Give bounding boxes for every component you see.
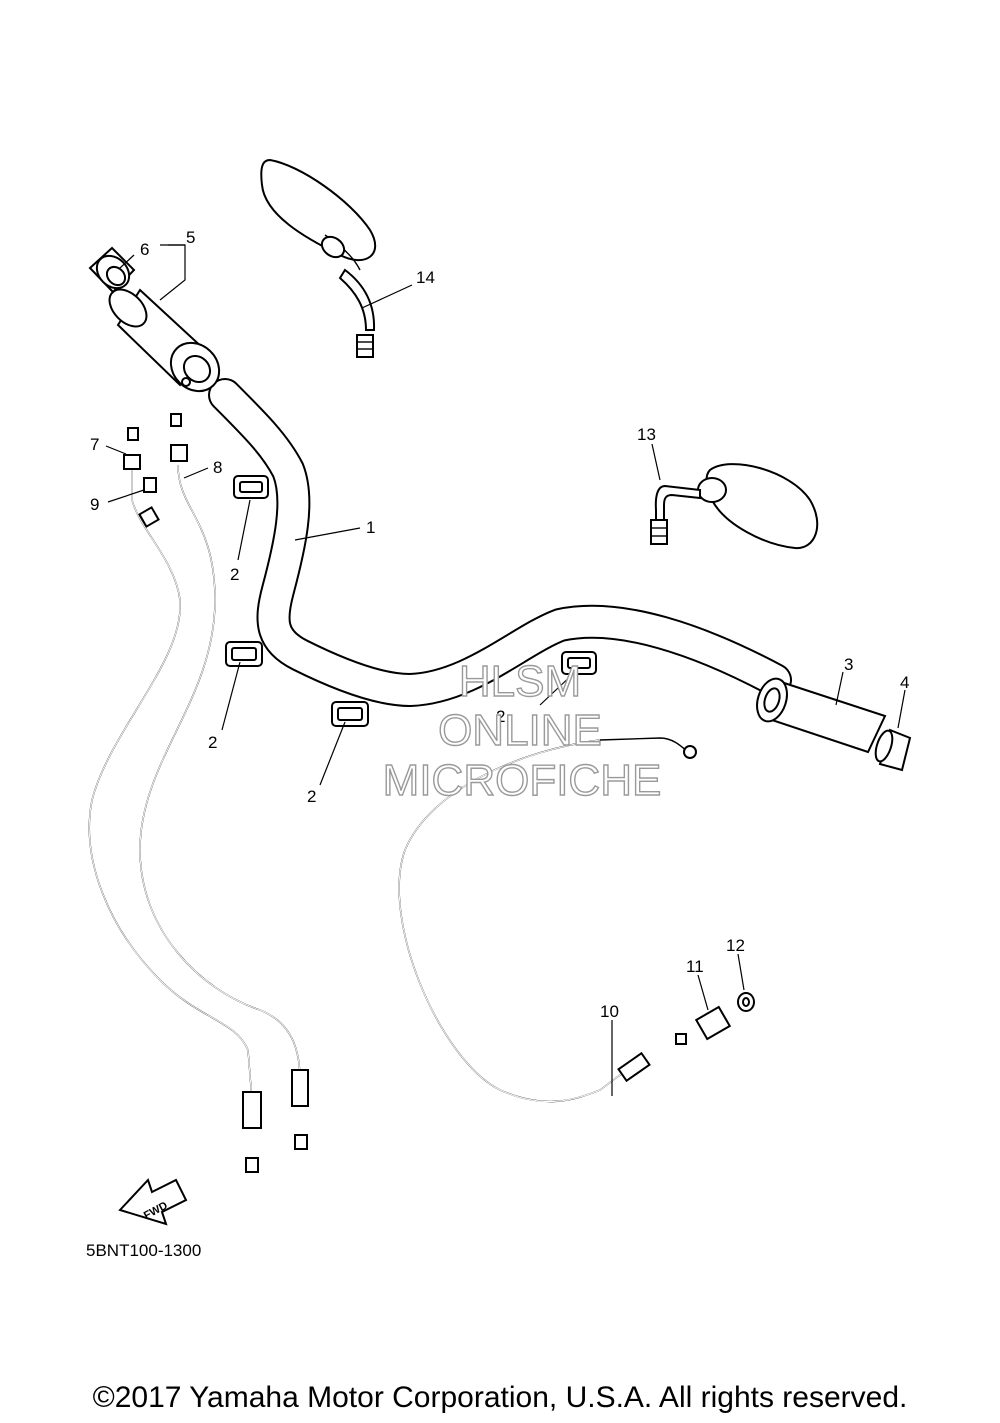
screw[interactable] xyxy=(143,477,157,493)
watermark-line-3: MICROFICHE xyxy=(383,756,662,805)
callout-2d: 2 xyxy=(496,707,505,726)
handlebar[interactable] xyxy=(208,378,792,708)
leader-lines xyxy=(105,244,906,1096)
callout-6: 6 xyxy=(140,240,149,259)
cable-clamp-2[interactable] xyxy=(225,641,263,667)
watermark: HLSM ONLINE MICROFICHE xyxy=(382,656,662,805)
callout-12: 12 xyxy=(726,936,745,955)
nut[interactable] xyxy=(737,992,755,1012)
right-grip[interactable] xyxy=(752,675,887,754)
cable-clamp-4[interactable] xyxy=(561,651,597,675)
callout-2a: 2 xyxy=(230,565,239,584)
callout-labels: 1 2 2 2 2 3 4 5 6 7 8 9 10 11 12 13 14 xyxy=(90,228,909,1021)
watermark-line-1: HLSM xyxy=(459,657,581,706)
callout-11: 11 xyxy=(686,957,704,976)
callout-2b: 2 xyxy=(208,733,217,752)
grip-end-left[interactable] xyxy=(88,246,136,295)
cable-clamp-1[interactable] xyxy=(233,475,269,499)
callout-4: 4 xyxy=(900,673,909,692)
cable-adjuster[interactable] xyxy=(675,1005,732,1045)
mirror-right[interactable] xyxy=(650,463,819,550)
throttle-cable-2[interactable] xyxy=(139,413,309,1150)
callout-13: 13 xyxy=(637,425,656,444)
diagram-code: 5BNT100-1300 xyxy=(86,1241,202,1260)
copyright-notice: ©2017 Yamaha Motor Corporation, U.S.A. A… xyxy=(92,1381,908,1414)
callout-3: 3 xyxy=(844,655,853,674)
callout-2c: 2 xyxy=(307,787,316,806)
callout-14: 14 xyxy=(416,268,435,287)
grip-end-right[interactable] xyxy=(872,728,912,772)
callout-5: 5 xyxy=(186,228,195,247)
left-grip[interactable] xyxy=(103,283,229,401)
callout-1: 1 xyxy=(366,518,375,537)
callout-8: 8 xyxy=(213,458,222,477)
callout-7: 7 xyxy=(90,435,99,454)
callout-9: 9 xyxy=(90,495,99,514)
mirror-left[interactable] xyxy=(260,158,377,358)
throttle-cable-1[interactable] xyxy=(88,427,262,1173)
callout-10: 10 xyxy=(600,1002,619,1021)
forward-arrow: FWD xyxy=(118,1178,188,1226)
clutch-cable[interactable] xyxy=(398,737,697,1103)
watermark-line-2: ONLINE xyxy=(438,706,602,755)
cable-clamp-3[interactable] xyxy=(331,701,369,727)
